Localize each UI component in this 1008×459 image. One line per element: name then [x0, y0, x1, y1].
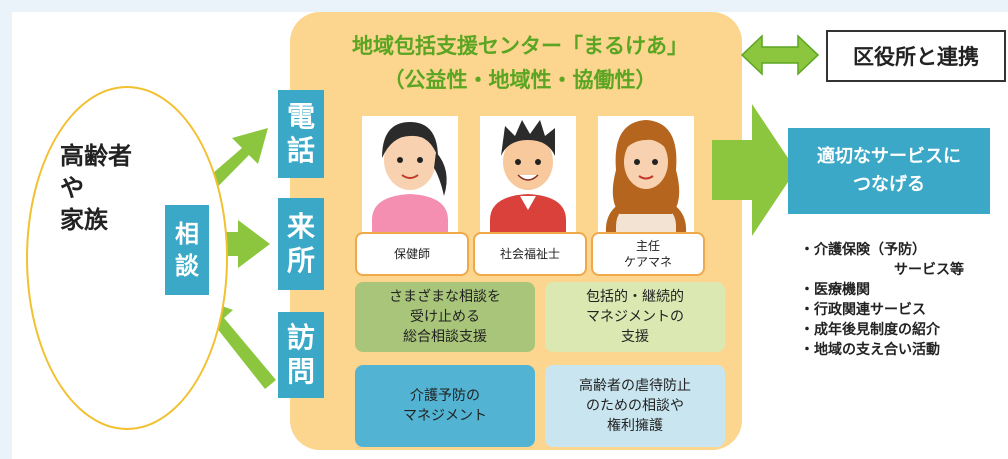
- consultation-char-2: 談: [175, 252, 199, 280]
- top-band: [0, 0, 1008, 12]
- role-care-manager: 主任 ケアマネ: [591, 232, 705, 276]
- function-1-line-1: さまざまな相談を: [389, 289, 501, 305]
- consultation-box: 相 談: [165, 205, 209, 295]
- service-list-item: サービス等: [894, 262, 964, 278]
- ward-office-box: 区役所と連携: [826, 30, 1006, 82]
- role-social-worker: 社会福祉士: [473, 232, 587, 276]
- elder-line-2: や: [60, 174, 84, 202]
- channel-home-char-1: 訪: [286, 321, 315, 354]
- function-3-line-1: 介護予防の: [410, 388, 480, 404]
- service-list-item: ・行政関連サービス: [800, 302, 926, 318]
- elder-line-1: 高齢者: [60, 142, 132, 170]
- channel-home-char-2: 問: [286, 355, 315, 388]
- service-list-item: ・成年後見制度の紹介: [800, 322, 940, 338]
- function-continuous-management: 包括的・継続的 マネジメントの 支援: [545, 282, 725, 352]
- channel-phone-char-1: 電: [286, 100, 315, 133]
- elderly-and-family-label: 高齢者 や 家族: [60, 140, 190, 236]
- center-subtitle: （公益性・地域性・協働性）: [383, 68, 657, 92]
- function-general-consultation: さまざまな相談を 受け止める 総合相談支援: [355, 282, 535, 352]
- service-list-item: ・医療機関: [800, 282, 870, 298]
- function-2-line-3: 支援: [621, 329, 649, 345]
- function-3-line-2: マネジメント: [403, 408, 487, 424]
- role-3-line-2: ケアマネ: [623, 255, 672, 269]
- role-3-line-1: 主任: [635, 239, 660, 253]
- channel-visit-char-2: 所: [286, 244, 315, 277]
- left-band: [0, 0, 12, 459]
- social-worker-icon: [480, 116, 576, 233]
- function-abuse-prevention: 高齢者の虐待防止 のための相談や 権利擁護: [545, 365, 725, 447]
- channel-phone: 電 話: [278, 90, 324, 178]
- service-list-item: ・介護保険（予防）: [800, 242, 926, 258]
- double-arrow-ward-office: [740, 34, 820, 76]
- service-list-item: ・地域の支え合い活動: [800, 342, 940, 358]
- function-2-line-1: 包括的・継続的: [586, 289, 684, 305]
- arrow-to-services: [712, 104, 796, 236]
- function-4-line-1: 高齢者の虐待防止: [579, 378, 691, 394]
- role-public-health-nurse: 保健師: [355, 232, 469, 276]
- public-health-nurse-icon: [362, 116, 458, 233]
- consultation-char-1: 相: [175, 220, 199, 248]
- channel-visit-center: 来 所: [278, 198, 324, 290]
- function-4-line-2: のための相談や: [586, 398, 684, 414]
- service-line-1: 適切なサービスに: [817, 146, 961, 167]
- channel-visit-char-1: 来: [286, 210, 315, 243]
- function-4-line-3: 権利擁護: [607, 418, 663, 434]
- role-2-line-1: 社会福祉士: [499, 247, 560, 261]
- channel-phone-char-2: 話: [286, 134, 315, 167]
- function-2-line-2: マネジメントの: [586, 309, 684, 325]
- function-care-prevention: 介護予防の マネジメント: [355, 365, 535, 447]
- channel-home-visit: 訪 問: [278, 312, 324, 398]
- role-1-line-1: 保健師: [393, 247, 430, 261]
- service-list: ・介護保険（予防） サービス等 ・医療機関 ・行政関連サービス ・成年後見制度の…: [800, 240, 1005, 360]
- appropriate-services-box: 適切なサービスに つなげる: [788, 128, 990, 214]
- center-title: 地域包括支援センター「まるけあ」: [352, 34, 688, 58]
- service-line-2: つなげる: [853, 174, 925, 195]
- elder-line-3: 家族: [60, 206, 108, 234]
- function-1-line-3: 総合相談支援: [403, 329, 487, 345]
- care-manager-icon: [598, 116, 694, 233]
- function-1-line-2: 受け止める: [410, 309, 480, 325]
